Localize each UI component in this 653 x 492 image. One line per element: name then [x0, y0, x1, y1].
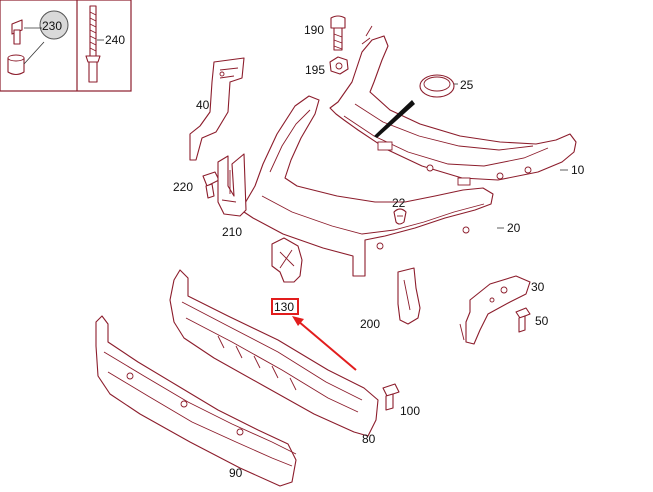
- callout-240: 240: [105, 33, 125, 47]
- callout-100: 100: [400, 404, 420, 418]
- callout-80: 80: [362, 432, 376, 446]
- part-40-bracket: [189, 57, 245, 161]
- callout-130: 130: [274, 300, 294, 314]
- part-200-bracket: [397, 267, 421, 325]
- part-190-bolt: [330, 15, 346, 51]
- callout-20: 20: [507, 221, 521, 235]
- part-100-bolt: [382, 383, 400, 411]
- part-10-upper-crossmember: [329, 25, 577, 186]
- part-22-clip: [393, 208, 407, 225]
- callout-195: 195: [305, 63, 325, 77]
- callout-200: 200: [360, 317, 380, 331]
- callout-230: 230: [42, 19, 62, 33]
- callout-190: 190: [304, 23, 324, 37]
- part-130-air-guide: [271, 237, 303, 283]
- callout-22: 22: [392, 196, 406, 210]
- callout-220: 220: [173, 180, 193, 194]
- part-240-bolt: [85, 5, 104, 83]
- part-220-clip: [202, 171, 220, 199]
- part-20-front-end-carrier: [240, 95, 504, 277]
- part-195-nut: [329, 56, 349, 75]
- callout-210: 210: [222, 225, 242, 239]
- part-30-bracket: [459, 275, 531, 345]
- part-80-lower-bar: [169, 269, 379, 437]
- part-50-bolt: [515, 307, 531, 333]
- part-210-bracket: [217, 153, 247, 217]
- callout-40: 40: [196, 98, 210, 112]
- callout-25: 25: [460, 78, 474, 92]
- part-25-plug: [419, 74, 458, 98]
- inset-box: [0, 0, 132, 92]
- highlight-arrow: [292, 316, 357, 371]
- callout-50: 50: [535, 314, 549, 328]
- callout-10: 10: [571, 163, 585, 177]
- arrow-to-part-10: [374, 100, 415, 138]
- part-230-clip: [7, 10, 69, 76]
- highlight-box-130: [271, 298, 299, 315]
- callout-30: 30: [531, 280, 545, 294]
- callout-90: 90: [229, 466, 243, 480]
- part-90-reinforcement: [95, 315, 297, 487]
